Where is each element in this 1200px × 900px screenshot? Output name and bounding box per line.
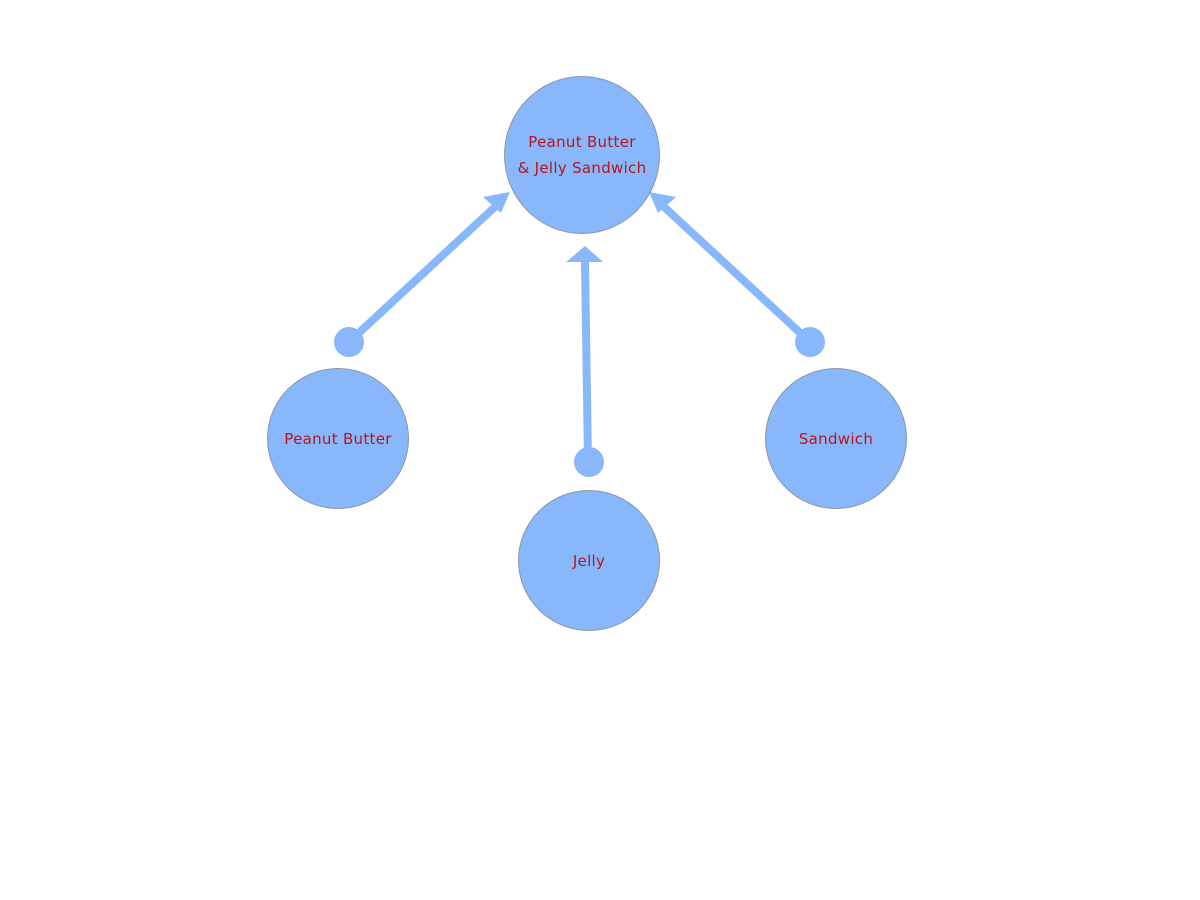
- arrowhead: [483, 192, 510, 213]
- edge-line: [346, 202, 500, 345]
- edge-line: [581, 261, 592, 463]
- node-jelly: Jelly: [518, 490, 660, 631]
- edge-line: [659, 202, 813, 345]
- node-label-line2: & Jelly Sandwich: [517, 159, 647, 177]
- arrowhead: [649, 192, 676, 213]
- node-label: Sandwich: [798, 429, 874, 448]
- node-peanut-butter-jelly-sandwich: Peanut Butter & Jelly Sandwich: [504, 76, 660, 234]
- arrow-sandwich-to-result: [649, 192, 825, 357]
- node-label-line1: Peanut Butter: [528, 133, 636, 151]
- node-label: Peanut Butter: [284, 429, 392, 448]
- node-label: Jelly: [572, 551, 606, 570]
- node-sandwich: Sandwich: [765, 368, 907, 509]
- arrow-peanut-butter-to-sandwich: [334, 192, 510, 357]
- arrowhead: [566, 246, 603, 262]
- edge-start-dot: [574, 447, 604, 477]
- arrow-jelly-to-sandwich: [566, 246, 604, 477]
- node-peanut-butter: Peanut Butter: [267, 368, 409, 509]
